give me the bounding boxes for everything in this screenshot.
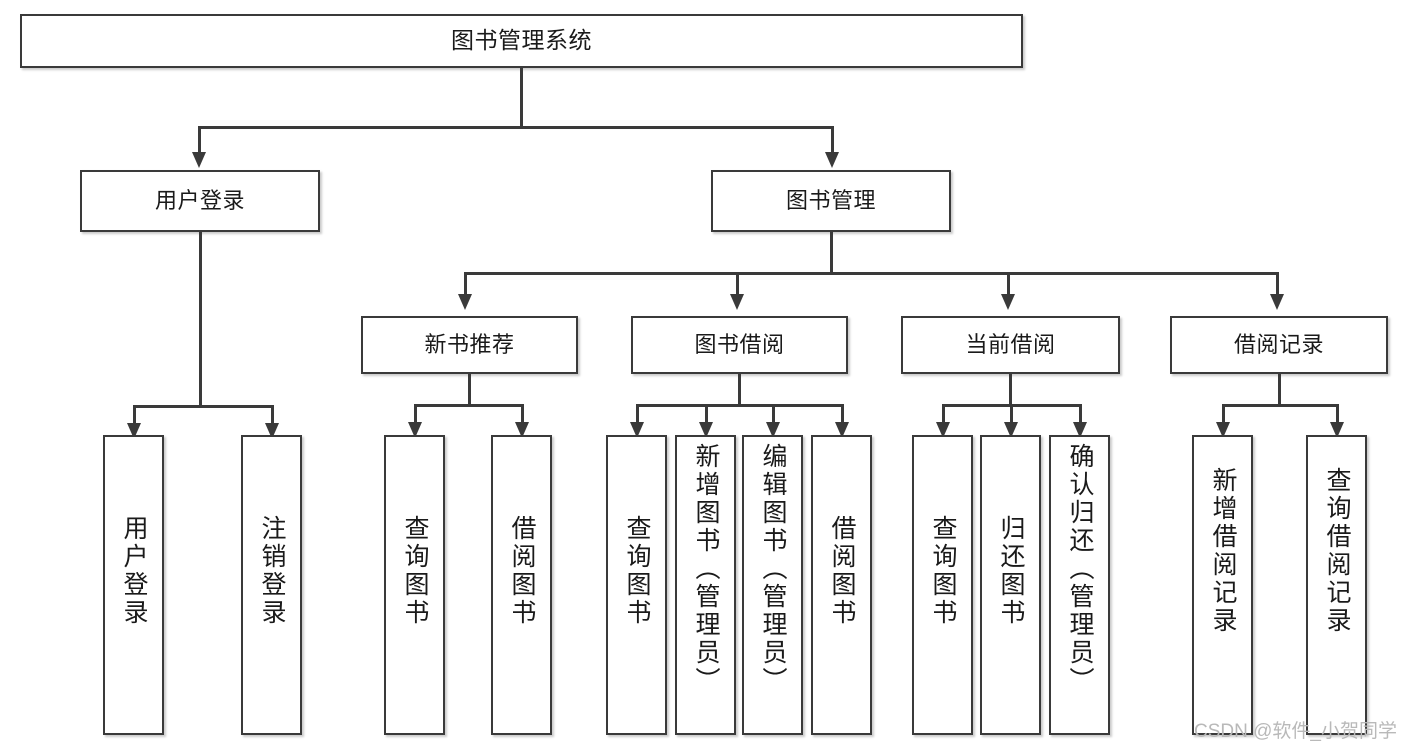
node-leaf-confirm-return-admin[interactable]: 确认归还（管理员）	[1049, 435, 1110, 735]
connector-bm-to-current-borrow	[1007, 272, 1010, 296]
node-leaf-add-borrow-record[interactable]: 新增借阅记录	[1192, 435, 1253, 735]
node-label: 用户登录	[154, 188, 245, 214]
node-label: 新增借阅记录	[1209, 467, 1237, 635]
connector-br-to-leaf-2	[1336, 404, 1339, 426]
connector-current-borrow-stem	[1009, 374, 1012, 406]
node-leaf-borrow-book-bb[interactable]: 借阅图书	[811, 435, 872, 735]
node-book-management[interactable]: 图书管理	[711, 170, 951, 232]
node-label: 确认归还（管理员）	[1066, 443, 1094, 695]
node-leaf-query-borrow-record[interactable]: 查询借阅记录	[1306, 435, 1367, 735]
connector-bm-to-new-book	[464, 272, 467, 296]
arrow-bm-to-new-book	[458, 294, 472, 310]
arrow-bb-to-leaf-1	[630, 422, 644, 438]
node-label: 借阅图书	[508, 515, 536, 627]
connector-book-management-stem	[830, 232, 833, 274]
arrow-br-to-leaf-1	[1216, 422, 1230, 438]
connector-user-login-stem	[199, 232, 202, 407]
node-label: 图书借阅	[694, 332, 785, 358]
connector-user-login-bus	[133, 405, 273, 408]
node-label: 编辑图书（管理员）	[759, 443, 787, 695]
connector-cb-to-leaf-2	[1010, 404, 1013, 426]
arrow-bb-to-leaf-3	[766, 422, 780, 438]
node-label: 新书推荐	[424, 332, 515, 358]
node-label: 借阅记录	[1233, 332, 1324, 358]
node-label: 注销登录	[258, 515, 286, 627]
connector-root-stem	[520, 68, 523, 128]
arrow-cb-to-leaf-3	[1073, 422, 1087, 438]
arrow-bb-to-leaf-4	[835, 422, 849, 438]
node-leaf-user-login[interactable]: 用户登录	[103, 435, 164, 735]
connector-root-bus	[198, 126, 833, 129]
node-leaf-add-book-admin[interactable]: 新增图书（管理员）	[675, 435, 736, 735]
connector-book-management-bus	[464, 272, 1278, 275]
arrow-bm-to-borrow-record	[1270, 294, 1284, 310]
node-label: 图书管理	[785, 188, 876, 214]
node-leaf-query-book-nb[interactable]: 查询图书	[384, 435, 445, 735]
node-root-book-management-system[interactable]: 图书管理系统	[20, 14, 1023, 68]
arrow-root-to-book-management	[825, 152, 839, 168]
node-leaf-edit-book-admin[interactable]: 编辑图书（管理员）	[742, 435, 803, 735]
node-label: 查询图书	[623, 515, 651, 627]
arrow-bb-to-leaf-2	[699, 422, 713, 438]
node-borrow-record[interactable]: 借阅记录	[1170, 316, 1388, 374]
node-label: 用户登录	[120, 515, 148, 627]
connector-book-borrow-stem	[738, 374, 741, 406]
connector-bb-to-leaf-2	[705, 404, 708, 426]
node-label: 借阅图书	[828, 515, 856, 627]
node-new-book-recommend[interactable]: 新书推荐	[361, 316, 578, 374]
connector-br-to-leaf-1	[1222, 404, 1225, 426]
node-label: 新增图书（管理员）	[692, 443, 720, 695]
arrow-br-to-leaf-2	[1330, 422, 1344, 438]
node-label: 归还图书	[997, 515, 1025, 627]
node-leaf-logout[interactable]: 注销登录	[241, 435, 302, 735]
node-label: 查询图书	[929, 515, 957, 627]
connector-bb-to-leaf-3	[772, 404, 775, 426]
connector-user-login-to-leaf-2	[271, 405, 274, 427]
node-label: 查询图书	[401, 515, 429, 627]
connector-bb-to-leaf-1	[636, 404, 639, 426]
connector-root-to-book-management	[831, 126, 834, 154]
connector-borrow-record-bus	[1222, 404, 1339, 407]
arrow-root-to-user-login	[192, 152, 206, 168]
connector-cb-to-leaf-1	[942, 404, 945, 426]
connector-borrow-record-stem	[1278, 374, 1281, 406]
connector-bb-to-leaf-4	[841, 404, 844, 426]
node-leaf-query-book-bb[interactable]: 查询图书	[606, 435, 667, 735]
node-book-borrow[interactable]: 图书借阅	[631, 316, 848, 374]
node-label: 图书管理系统	[451, 27, 592, 54]
connector-user-login-to-leaf-1	[133, 405, 136, 427]
connector-new-book-bus	[414, 404, 524, 407]
node-label: 当前借阅	[965, 332, 1056, 358]
connector-bm-to-book-borrow	[736, 272, 739, 296]
arrow-cb-to-leaf-2	[1004, 422, 1018, 438]
node-leaf-query-book-cb[interactable]: 查询图书	[912, 435, 973, 735]
node-leaf-return-book[interactable]: 归还图书	[980, 435, 1041, 735]
arrow-bm-to-current-borrow	[1001, 294, 1015, 310]
arrow-nb-to-leaf-2	[515, 422, 529, 438]
connector-cb-to-leaf-3	[1079, 404, 1082, 426]
connector-nb-to-leaf-2	[521, 404, 524, 426]
arrow-nb-to-leaf-1	[408, 422, 422, 438]
arrow-bm-to-book-borrow	[730, 294, 744, 310]
connector-book-borrow-bus	[636, 404, 844, 407]
connector-root-to-user-login	[198, 126, 201, 154]
connector-new-book-stem	[468, 374, 471, 406]
node-user-login[interactable]: 用户登录	[80, 170, 320, 232]
node-label: 查询借阅记录	[1323, 467, 1351, 635]
connector-bm-to-borrow-record	[1276, 272, 1279, 296]
arrow-cb-to-leaf-1	[936, 422, 950, 438]
node-leaf-borrow-book-nb[interactable]: 借阅图书	[491, 435, 552, 735]
node-current-borrow[interactable]: 当前借阅	[901, 316, 1120, 374]
connector-nb-to-leaf-1	[414, 404, 417, 426]
